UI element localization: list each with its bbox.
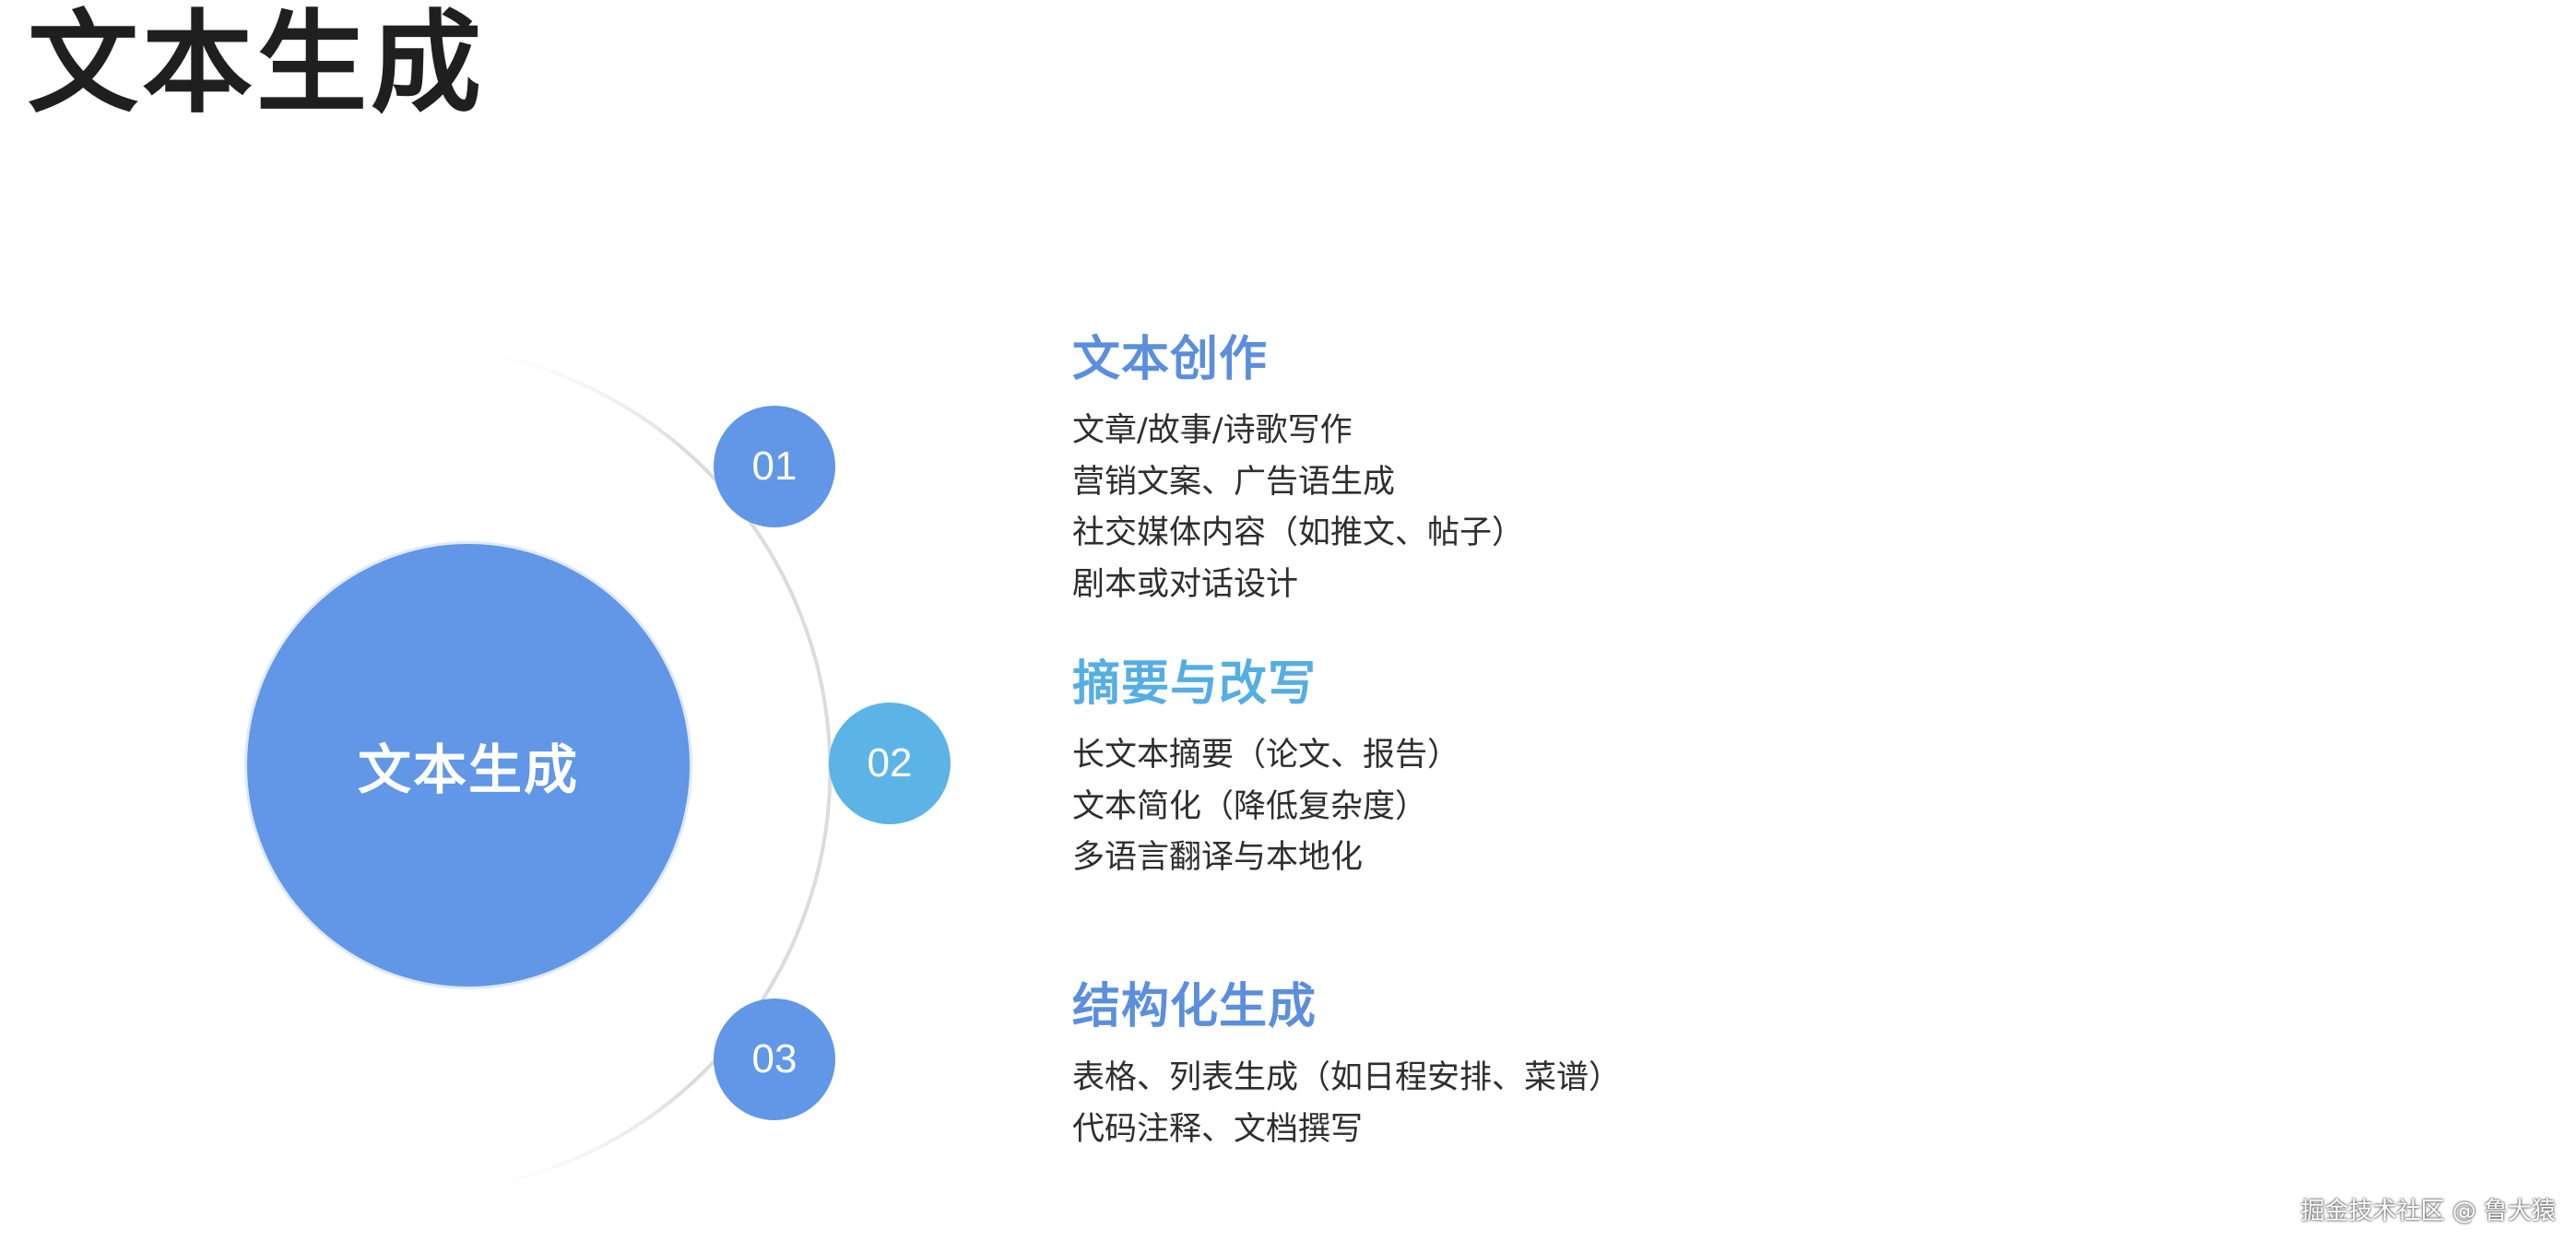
- list-item: 多语言翻译与本地化: [1072, 839, 1364, 876]
- watermark: 掘金技术社区 @ 鲁大猿: [2300, 1198, 2556, 1225]
- section-title: 结构化生成: [1072, 979, 1318, 1034]
- section-title: 摘要与改写: [1072, 656, 1318, 712]
- node-number: 03: [751, 1036, 798, 1081]
- list-item: 社交媒体内容（如推文、帖子）: [1072, 514, 1525, 551]
- center-label: 文本生成: [357, 739, 579, 801]
- node-number: 02: [867, 740, 913, 786]
- node-01: 01: [714, 406, 835, 527]
- list-item: 文本简化（降低复杂度）: [1072, 787, 1428, 825]
- list-item: 文章/故事/诗歌写作: [1072, 412, 1353, 449]
- list-item: 代码注释、文档撰写: [1072, 1110, 1364, 1148]
- list-item: 剧本或对话设计: [1072, 565, 1299, 603]
- node-number: 01: [751, 443, 798, 489]
- node-03: 03: [714, 999, 835, 1120]
- section-summary-rewrite: 摘要与改写 长文本摘要（论文、报告） 文本简化（降低复杂度） 多语言翻译与本地化: [1072, 651, 1459, 884]
- section-title: 文本创作: [1072, 332, 1269, 387]
- section-text-creation: 文本创作 文章/故事/诗歌写作 营销文案、广告语生成 社交媒体内容（如推文、帖子…: [1072, 326, 1524, 610]
- section-structured-generation: 结构化生成 表格、列表生成（如日程安排、菜谱） 代码注释、文档撰写: [1072, 974, 1621, 1155]
- list-item: 营销文案、广告语生成: [1072, 463, 1396, 501]
- list-item: 表格、列表生成（如日程安排、菜谱）: [1072, 1059, 1622, 1096]
- center-circle: 文本生成: [247, 544, 690, 987]
- node-02: 02: [829, 703, 951, 824]
- page-title: 文本生成: [28, 0, 485, 128]
- list-item: 长文本摘要（论文、报告）: [1072, 737, 1460, 774]
